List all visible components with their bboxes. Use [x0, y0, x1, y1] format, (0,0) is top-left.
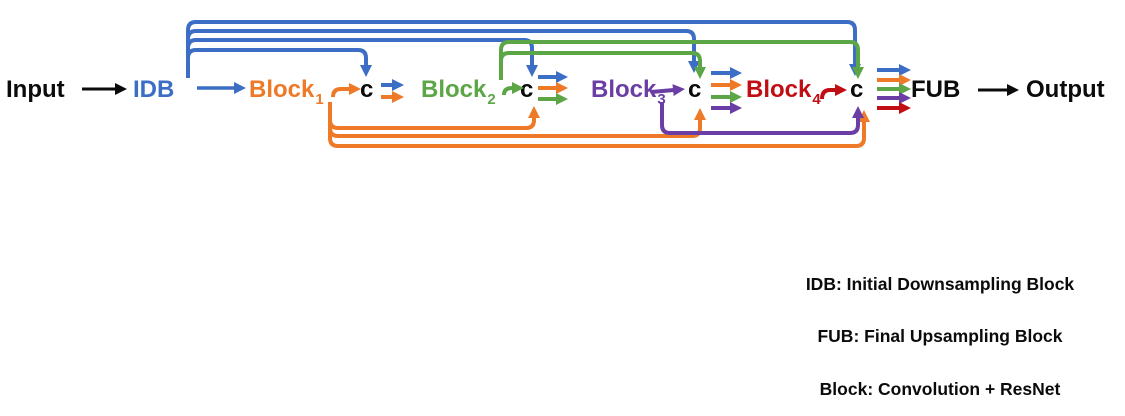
block3-subscript: 3 — [657, 91, 666, 108]
concat3-label: c — [688, 76, 702, 103]
skip-idb-to-c3 — [186, 29, 700, 78]
skip-connections-block1 — [328, 102, 870, 148]
skip-connections-block2 — [499, 40, 864, 80]
feature-arrows-c4-to-fub — [877, 64, 911, 114]
legend-fub: FUB: Final Upsampling Block — [817, 326, 1063, 346]
arrow-block4-to-c4 — [820, 84, 847, 100]
arrow-block1-to-c1 — [331, 83, 361, 98]
skip-block2-to-c4 — [499, 40, 864, 80]
block1-label: Block1 — [249, 76, 324, 109]
concat2-label: c — [520, 76, 534, 103]
block3-label: Block3 — [591, 76, 666, 109]
skip-block1-to-c3 — [328, 102, 706, 138]
feature-arrows-c3-to-block4 — [711, 67, 742, 114]
skip-connections-idb — [186, 20, 861, 78]
skip-idb-to-c4 — [186, 20, 861, 78]
feature-arrows-c1-to-block2 — [381, 79, 404, 103]
block4-label: Block4 — [746, 76, 821, 109]
skip-block1-to-c4 — [328, 102, 870, 148]
legend-idb: IDB: Initial Downsampling Block — [805, 274, 1075, 294]
arrow-block2-to-c2 — [502, 82, 524, 96]
input-label: Input — [6, 76, 65, 103]
fub-label: FUB — [911, 76, 961, 103]
skip-block3-to-c4 — [660, 102, 864, 135]
concat4-label: c — [850, 76, 864, 103]
legend-block: Block: Convolution + ResNet — [819, 379, 1061, 399]
feature-arrows-c2-to-block3 — [538, 71, 568, 105]
output-label: Output — [1026, 76, 1105, 103]
skip-idb-to-c1 — [186, 48, 372, 78]
idb-label: IDB — [133, 76, 175, 103]
block2-subscript: 2 — [487, 91, 496, 108]
skip-idb-to-c2 — [186, 38, 538, 78]
block4-subscript: 4 — [812, 91, 821, 108]
concat1-label: c — [360, 76, 374, 103]
block2-label: Block2 — [421, 76, 496, 109]
block1-subscript: 1 — [315, 91, 324, 108]
